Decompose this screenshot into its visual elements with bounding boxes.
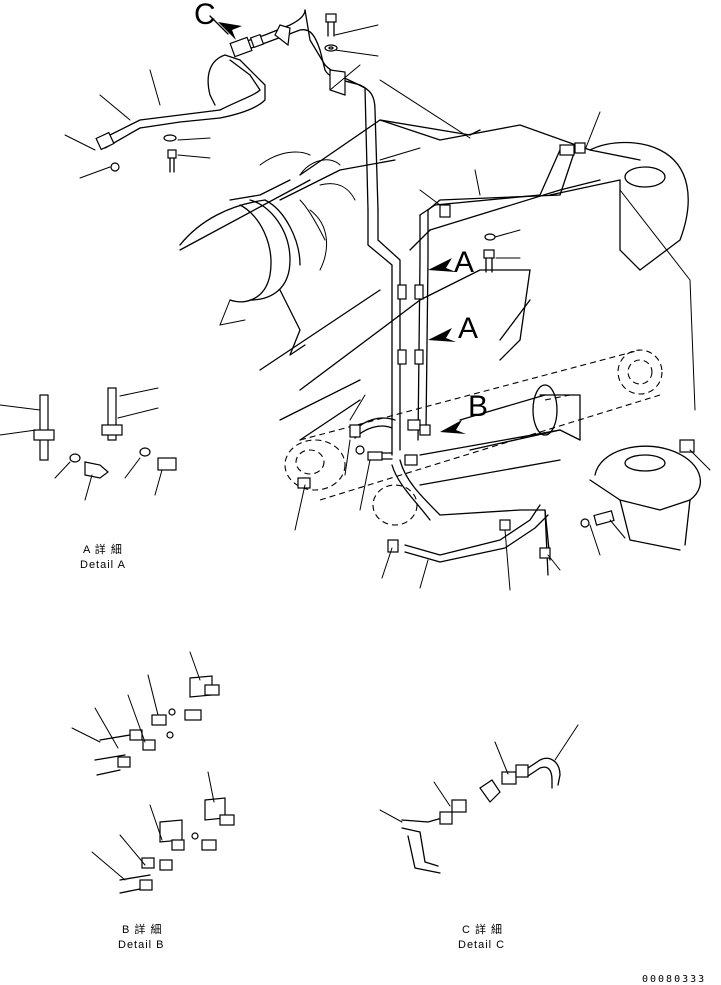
detail-c-drawing [379, 724, 579, 874]
detail-a-title-jp: A 詳 細 [83, 542, 123, 556]
arrow-b-icon [440, 420, 466, 434]
drawing-number: 00080333 [642, 974, 706, 985]
detail-a-title-en: Detail A [80, 559, 126, 571]
arrow-a-upper-icon [428, 258, 456, 272]
detail-c-title-en: Detail C [458, 939, 505, 951]
detail-b-drawing [71, 651, 235, 894]
leader-lines [64, 24, 711, 591]
detail-b-title-jp: B 詳 細 [122, 922, 162, 936]
marker-a-lower: A [458, 312, 478, 345]
boom-cylinder [284, 349, 663, 526]
hydraulic-piping [99, 9, 576, 576]
arrow-a-lower-icon [428, 328, 456, 342]
boom-foot [589, 445, 701, 551]
view-arrows [209, 15, 466, 434]
detail-c-title-jp: C 詳 細 [462, 922, 503, 936]
marker-a-upper: A [454, 246, 474, 279]
marker-c: C [194, 0, 216, 31]
marker-b: B [468, 390, 488, 423]
hardware [95, 13, 695, 559]
detail-a-drawing [0, 387, 177, 501]
boom-structure [179, 119, 689, 441]
detail-b-title-en: Detail B [118, 939, 165, 951]
arrow-c-icon [218, 22, 242, 40]
